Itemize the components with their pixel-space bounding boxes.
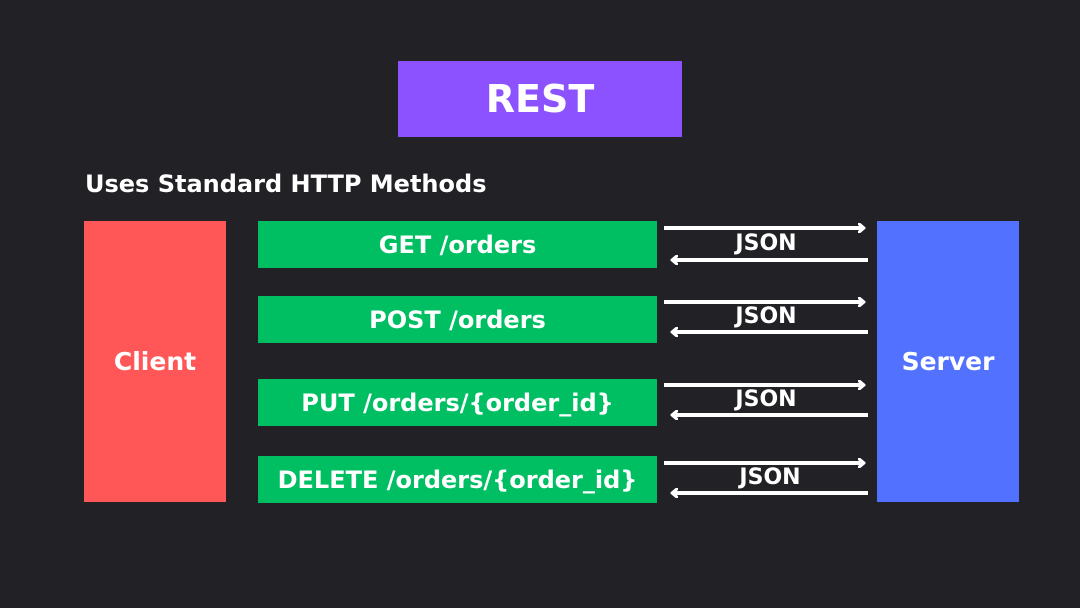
json-label: JSON [735,304,797,329]
endpoint-get-orders: GET /orders [258,221,657,268]
server-box: Server [877,221,1019,502]
client-box: Client [84,221,226,502]
client-label: Client [113,347,197,376]
endpoint-label: GET /orders [378,230,537,259]
endpoint-post-orders: POST /orders [258,296,657,343]
endpoint-label: DELETE /orders/{order_id} [277,465,638,494]
json-label: JSON [735,387,797,412]
endpoint-put-order: PUT /orders/{order_id} [258,379,657,426]
server-label: Server [901,347,995,376]
endpoint-label: POST /orders [369,305,546,334]
endpoint-label: PUT /orders/{order_id} [301,388,614,417]
json-label: JSON [739,465,801,490]
title-text: REST [485,77,595,121]
subtitle: Uses Standard HTTP Methods [85,170,487,198]
json-label: JSON [735,231,797,256]
endpoint-delete-order: DELETE /orders/{order_id} [258,456,657,503]
title-box: REST [398,61,682,137]
